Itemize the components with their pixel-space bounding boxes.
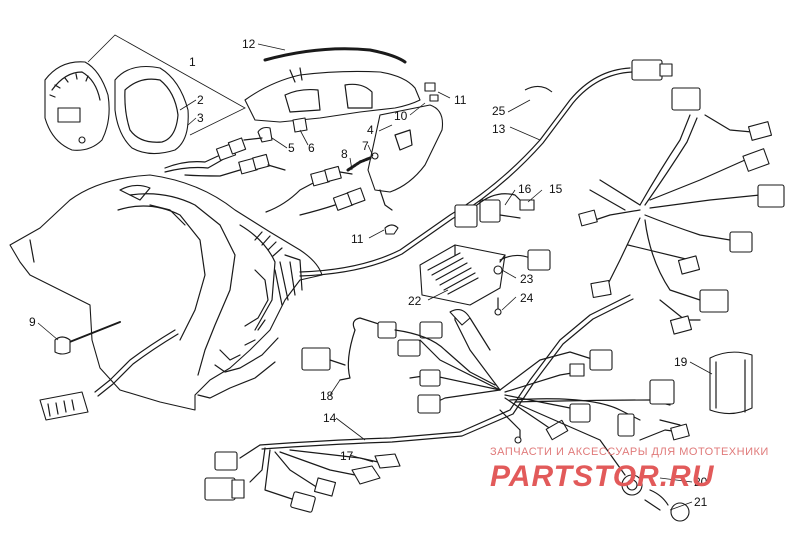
front-fairing [9, 174, 323, 411]
lower-harness [204, 294, 690, 522]
instrument-cluster [44, 61, 110, 151]
callout-1: 1 [189, 55, 196, 69]
voltage-regulator [419, 244, 551, 316]
callout-16: 16 [518, 182, 532, 196]
watermark-subtitle: ЗАПЧАСТИ И АКСЕССУАРЫ ДЛЯ МОТОТЕХНИКИ [490, 446, 769, 458]
callout-22: 22 [408, 294, 422, 308]
callout-20: 20 [694, 475, 708, 489]
leader-lines [37, 43, 713, 511]
connector-parts-upper [257, 117, 379, 172]
callout-12: 12 [242, 37, 256, 51]
cluster-housing [114, 65, 189, 155]
callout-25: 25 [492, 104, 506, 118]
callout-11-top: 11 [454, 93, 467, 107]
callout-19: 19 [674, 355, 688, 369]
callout-11-bottom: 11 [351, 232, 364, 246]
callout-9: 9 [29, 315, 36, 329]
callout-23: 23 [520, 272, 534, 286]
callout-4: 4 [367, 123, 374, 137]
callout-7: 7 [362, 139, 369, 153]
callout-18: 18 [320, 389, 334, 403]
callout-3: 3 [197, 111, 204, 125]
callout-8: 8 [341, 147, 348, 161]
callout-17: 17 [340, 449, 354, 463]
callout-21: 21 [694, 495, 708, 509]
callout-labels: 1 2 3 4 5 6 7 8 9 10 11 11 12 13 14 15 1… [29, 37, 708, 509]
upper-harness [164, 137, 366, 216]
callout-2: 2 [197, 93, 204, 107]
left-lead [39, 321, 179, 421]
main-harness [299, 59, 785, 335]
headlight-assembly [244, 47, 444, 235]
relay-cluster [454, 193, 535, 228]
callout-10: 10 [394, 109, 408, 123]
callout-13: 13 [492, 122, 506, 136]
callout-14: 14 [323, 411, 337, 425]
watermark-brand: PARTSTOR.RU [490, 460, 715, 493]
callout-24: 24 [520, 291, 534, 305]
callout-15: 15 [549, 182, 563, 196]
callout-5: 5 [288, 141, 295, 155]
shrink-sleeve [709, 351, 753, 415]
callout-6: 6 [308, 141, 315, 155]
